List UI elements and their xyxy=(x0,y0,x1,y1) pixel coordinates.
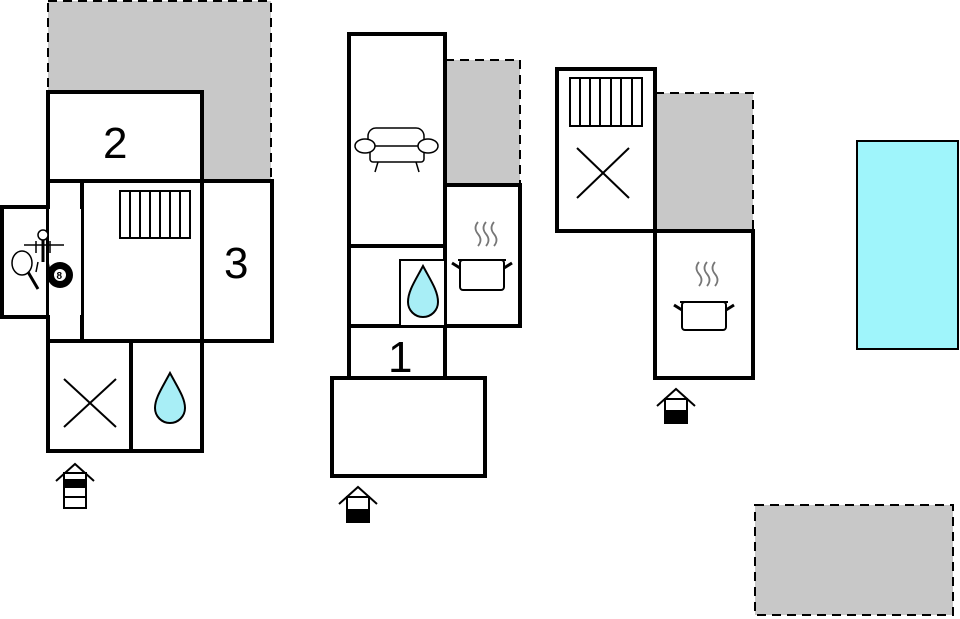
bedroom-left xyxy=(46,339,133,453)
bed-icon xyxy=(63,378,117,428)
entrance-icon xyxy=(656,387,696,424)
sofa-icon xyxy=(354,127,439,173)
right-unit xyxy=(555,67,755,424)
billiard-ball-number: 8 xyxy=(57,271,63,282)
water-drop-icon xyxy=(406,263,440,318)
radiator-icon xyxy=(119,190,191,239)
cooking-pot-icon xyxy=(451,221,513,291)
terrace-area-middle xyxy=(444,59,521,187)
cooking-pot-icon xyxy=(673,261,735,331)
room-3 xyxy=(200,179,274,343)
middle-unit: 1 xyxy=(330,32,522,523)
bed-icon xyxy=(576,147,630,199)
terrace-area-bottom xyxy=(754,504,954,616)
left-unit: 2 3 8 xyxy=(0,90,274,509)
radiator-icon xyxy=(569,77,643,127)
room-number-3: 3 xyxy=(224,239,248,288)
room-2 xyxy=(46,90,204,184)
bedroom-right xyxy=(555,67,657,233)
kitchen-middle xyxy=(443,183,522,328)
entrance-icon xyxy=(338,485,378,523)
billiard-ball-icon: 8 xyxy=(47,262,73,288)
entrance-icon xyxy=(55,462,95,509)
room-number-2: 2 xyxy=(103,119,127,168)
table-tennis-icon xyxy=(11,250,40,290)
terrace-area-right xyxy=(654,92,754,234)
pool-icon xyxy=(856,140,959,350)
living-area-left xyxy=(80,179,204,343)
room-number-1: 1 xyxy=(388,333,412,382)
water-drop-icon xyxy=(153,370,187,424)
entrance-hall-middle xyxy=(330,376,487,478)
